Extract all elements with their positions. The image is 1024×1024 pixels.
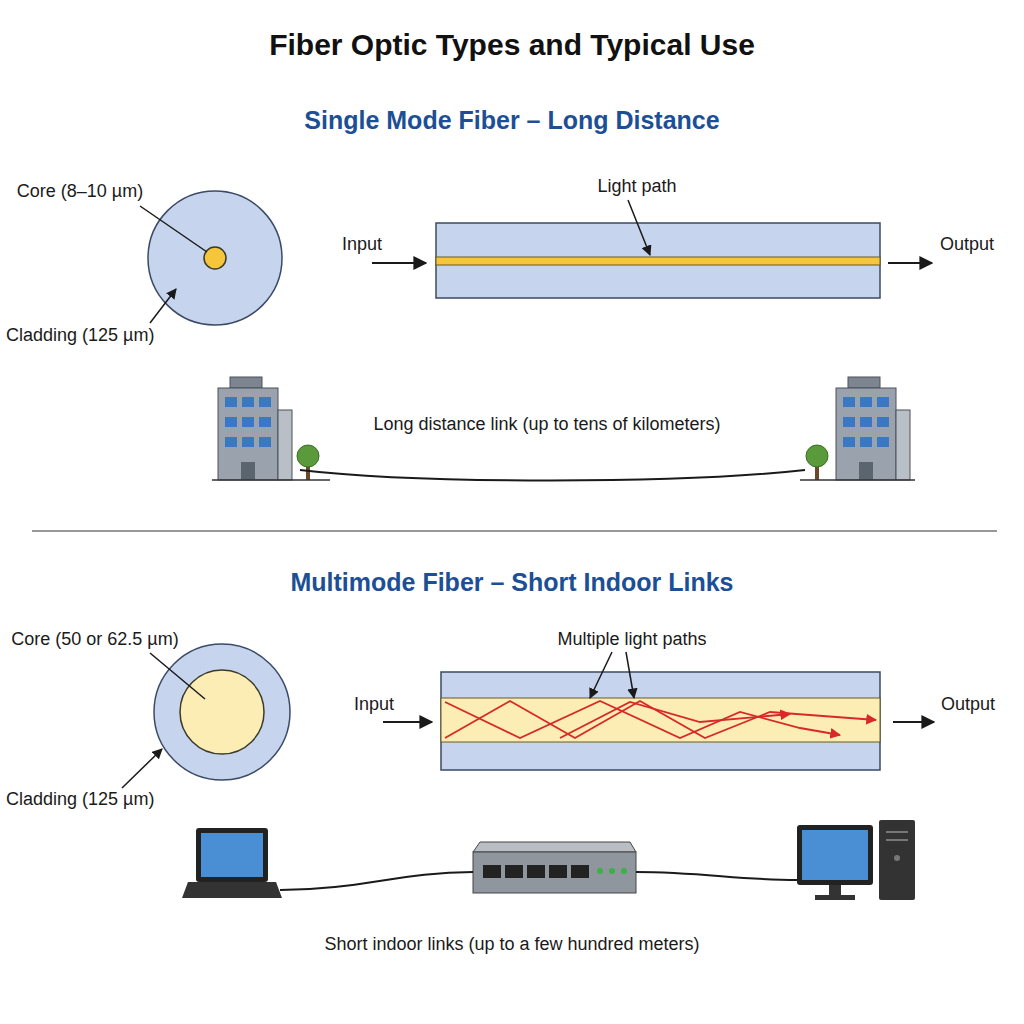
window [877,417,889,427]
network-switch [473,852,636,893]
monitor-base [815,895,855,900]
laptop-screen [196,828,268,882]
window [242,437,254,447]
leader-arrow [150,289,176,323]
part-label: Core (8–10 µm) [17,181,143,203]
core-circle [180,670,264,754]
power-button [894,855,900,861]
window [259,397,271,407]
part-label: Cladding (125 µm) [6,325,154,347]
input-arrow [383,721,432,723]
window [860,437,872,447]
light-ray [445,701,876,738]
monitor-stand [829,885,841,895]
status-led [609,868,615,874]
port [483,865,501,878]
window [860,417,872,427]
core-circle [204,247,226,269]
part-label: Cladding (125 µm) [6,789,154,811]
switch-ports [483,865,589,878]
port-label: Output [940,234,994,256]
section-heading: Single Mode Fiber – Long Distance [304,105,719,135]
section-divider [32,531,997,532]
pc-tower [879,820,915,900]
link-label: Short indoor links (up to a few hundred … [324,934,699,956]
network-cable [280,872,473,890]
status-led [597,868,603,874]
window [843,437,855,447]
cladding-circle [154,644,290,780]
cladding-circle [148,191,282,325]
window [843,397,855,407]
window [877,437,889,447]
window [225,437,237,447]
window [259,417,271,427]
diagram-title: Fiber Optic Types and Typical Use [269,27,755,63]
window [877,397,889,407]
monitor [797,825,873,885]
port-label: Output [941,694,995,716]
output-arrow [893,721,934,723]
monitor-display [802,830,868,880]
building-windows [225,397,271,447]
output-arrow [888,262,932,264]
part-label: Core (50 or 62.5 µm) [11,629,178,651]
fiber-cable [300,470,805,481]
port [505,865,523,878]
window [843,417,855,427]
building-roof [230,377,262,388]
leader-line [140,206,207,252]
window [860,397,872,407]
callout-label: Multiple light paths [557,629,706,651]
building-windows [843,397,889,447]
window [225,417,237,427]
status-led [621,868,627,874]
fiber-cladding [436,223,880,298]
laptop-display [201,833,263,877]
drive-slot [886,839,908,841]
fiber-core [436,257,880,265]
section-heading: Multimode Fiber – Short Indoor Links [290,567,733,597]
window [242,417,254,427]
fiber-cladding [441,672,880,770]
leader-arrow [122,749,162,788]
tree [806,445,828,467]
building [218,388,278,480]
building [836,388,896,480]
building-wing [896,410,910,480]
window [259,437,271,447]
building-wing [278,410,292,480]
leader-line [150,653,205,699]
building-roof [848,377,880,388]
network-cable [636,872,797,880]
tree [297,445,319,467]
ground-line [800,479,915,481]
switch-top [473,842,636,852]
leader-arrow [590,652,612,698]
light-ray [445,701,840,738]
port [527,865,545,878]
leader-arrow [628,200,650,255]
building-door [241,462,255,480]
ground-line [212,479,330,481]
link-label: Long distance link (up to tens of kilome… [373,414,720,436]
input-arrow [372,262,426,264]
callout-label: Light path [597,176,676,198]
window [225,397,237,407]
port [571,865,589,878]
port [549,865,567,878]
window [242,397,254,407]
port-label: Input [354,694,394,716]
building-door [859,462,873,480]
light-ray [560,702,790,738]
drive-slot [886,831,908,833]
port-label: Input [342,234,382,256]
laptop-base [182,882,282,898]
leader-arrow [626,652,634,698]
fiber-core [441,698,880,742]
